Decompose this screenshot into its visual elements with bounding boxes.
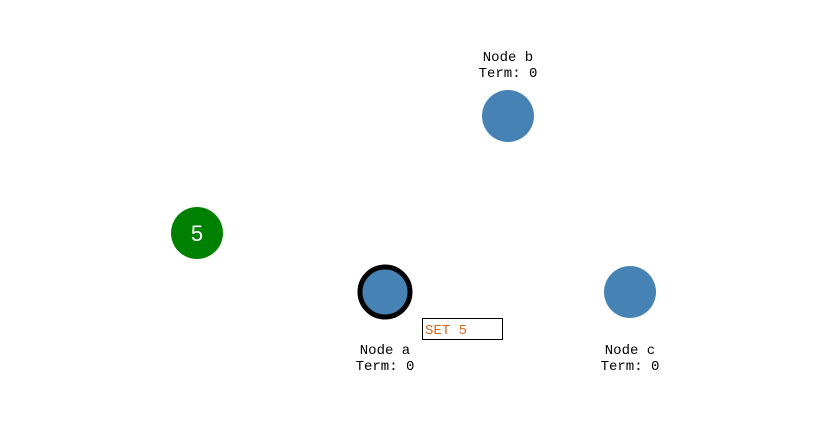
node-b[interactable]: Node b Term: 0 bbox=[479, 50, 538, 142]
node-a-circle[interactable] bbox=[357, 264, 413, 320]
node-a-name: Node a bbox=[360, 343, 410, 359]
client-node[interactable]: 5 bbox=[171, 207, 223, 259]
node-b-term: Term: 0 bbox=[479, 66, 538, 82]
node-b-circle[interactable] bbox=[482, 90, 534, 142]
node-c[interactable]: Node c Term: 0 bbox=[601, 266, 660, 375]
client-value: 5 bbox=[191, 221, 203, 246]
client-circle[interactable] bbox=[171, 207, 223, 259]
command-box: SET 5 bbox=[422, 318, 503, 340]
node-c-circle[interactable] bbox=[604, 266, 656, 318]
node-a[interactable]: Node a Term: 0 bbox=[356, 264, 415, 375]
node-a-term: Term: 0 bbox=[356, 359, 415, 375]
node-c-term: Term: 0 bbox=[601, 359, 660, 375]
command-label: SET 5 bbox=[425, 323, 467, 339]
command-box-border bbox=[422, 318, 503, 340]
node-b-name: Node b bbox=[483, 50, 533, 66]
node-c-name: Node c bbox=[605, 343, 655, 359]
